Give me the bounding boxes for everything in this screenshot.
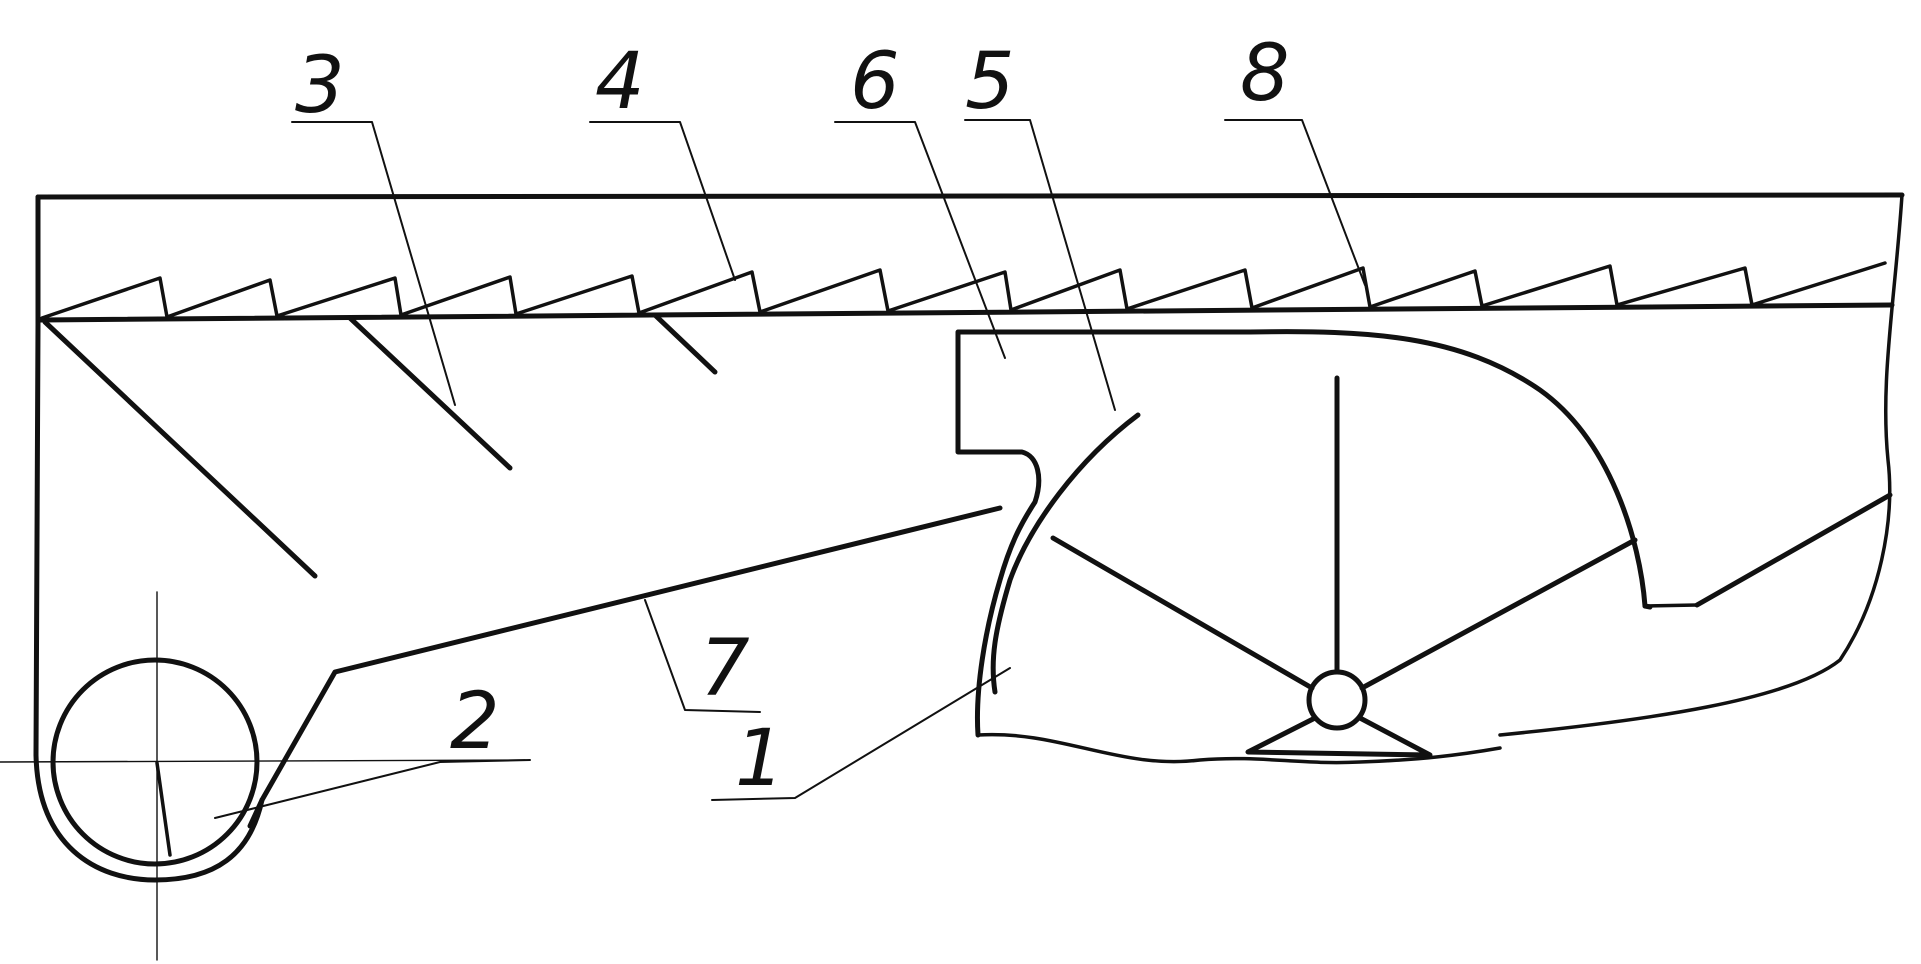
- leader-5: [964, 119, 1116, 411]
- sawtooth-rack: [37, 261, 1895, 323]
- housing-left-wall: [33, 194, 41, 758]
- leader-3: [291, 121, 456, 406]
- housing-top-edge: [35, 192, 1905, 200]
- label-2: 2: [450, 677, 500, 767]
- leader-1: [711, 667, 1011, 801]
- right-inclined-link: [1694, 492, 1893, 608]
- leader-2: [214, 759, 531, 819]
- hub-support: [1245, 715, 1433, 758]
- bottom-break-line: [976, 732, 1502, 765]
- spoke-right: [1359, 537, 1638, 691]
- roller-horizontal-centerline: [0, 759, 526, 763]
- roller-housing-loop: [33, 752, 265, 883]
- housing-frame: [33, 192, 1905, 758]
- reference-numerals: 3 4 6 5 8 7 2 1: [295, 29, 1290, 804]
- label-7: 7: [700, 624, 750, 714]
- rack-teeth: [40, 261, 1887, 320]
- bracket-outline: [955, 329, 1648, 738]
- bracket-assembly: [955, 329, 1893, 765]
- bracket-right-notch: [1643, 603, 1699, 608]
- label-6: 6: [850, 37, 900, 127]
- blade-2: [347, 315, 513, 471]
- rack-base-line: [37, 302, 1895, 323]
- housing-right-break-line: [1498, 193, 1904, 737]
- spoked-wheel: [1050, 375, 1638, 758]
- label-1: 1: [735, 714, 785, 804]
- lower-arm: [247, 505, 1003, 829]
- label-4: 4: [595, 37, 645, 127]
- leader-6: [834, 121, 1006, 359]
- label-3: 3: [295, 41, 345, 131]
- blade-3: [652, 312, 718, 375]
- blade-1: [42, 319, 318, 579]
- roller-radius-mark: [155, 761, 172, 857]
- arm-upper-edge: [247, 505, 1003, 829]
- leader-lines: [214, 119, 1366, 819]
- label-8: 8: [1240, 29, 1290, 119]
- wheel-hub: [1306, 669, 1368, 731]
- leader-7: [644, 599, 761, 713]
- curved-guard: [990, 412, 1141, 695]
- pivot-roller: [0, 591, 526, 961]
- leader-4: [589, 121, 736, 281]
- leader-8: [1224, 119, 1366, 286]
- label-5: 5: [965, 37, 1015, 127]
- spoke-left: [1050, 535, 1315, 691]
- hanging-blades: [42, 312, 718, 579]
